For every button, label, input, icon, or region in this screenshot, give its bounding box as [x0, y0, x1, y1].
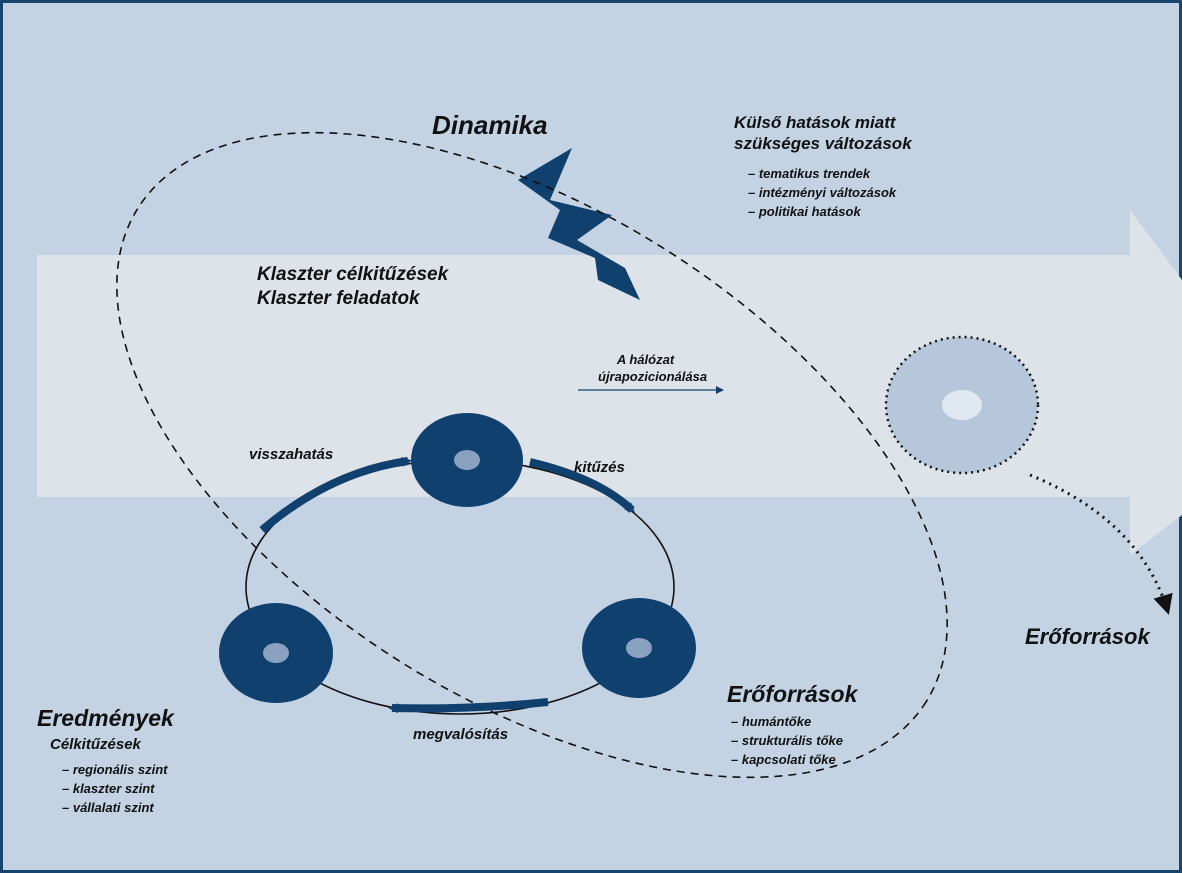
cluster-goals-line: Klaszter célkitűzések: [257, 264, 449, 285]
cluster-goals-label: Klaszter célkitűzések Klaszter feladatok: [257, 263, 448, 311]
list-item: – tematikus trendek: [748, 166, 871, 181]
node-results-center: [263, 643, 289, 663]
cluster-tasks-line: Klaszter feladatok: [257, 288, 420, 309]
big-arrow-band: [37, 210, 1182, 555]
external-effects-list: – tematikus trendek – intézményi változá…: [748, 164, 896, 221]
resources-heading: Erőforrások: [727, 681, 858, 707]
list-item: – humántőke: [731, 714, 812, 729]
list-item: – regionális szint: [62, 762, 168, 777]
lightning-bolt-icon: [518, 148, 640, 300]
repositioning-line: A hálózat: [616, 352, 675, 367]
goal-setting-label: kitűzés: [574, 459, 625, 476]
dynamics-title: Dinamika: [432, 110, 548, 140]
list-item: – klaszter szint: [62, 781, 155, 796]
external-effects-heading-line: szükséges változások: [734, 134, 912, 153]
implementation-label: megvalósítás: [413, 726, 509, 743]
feedback-arc-arrow: [259, 456, 412, 534]
list-item: – vállalati szint: [62, 800, 154, 815]
goal-setting-arc-arrow: [529, 458, 635, 513]
list-item: – politikai hatások: [748, 204, 861, 219]
future-node-center: [942, 390, 982, 420]
repositioning-label: A hálózat újrapozicionálása: [598, 351, 708, 385]
list-item: – kapcsolati tőke: [731, 752, 836, 767]
list-item: – strukturális tőke: [731, 733, 843, 748]
node-resources-center: [626, 638, 652, 658]
external-effects-heading-line: Külső hatások miatt: [734, 113, 896, 132]
feedback-label: visszahatás: [249, 446, 334, 463]
repositioning-line: újrapozicionálása: [598, 369, 708, 384]
results-heading: Eredmények: [37, 705, 174, 731]
goals-list: – regionális szint – klaszter szint – vá…: [62, 760, 167, 817]
implementation-arc-arrow: [388, 698, 549, 714]
list-item: – intézményi változások: [748, 185, 897, 200]
dynamics-boundary-ellipse: [116, 131, 948, 779]
external-effects-heading: Külső hatások miatt szükséges változások: [734, 112, 912, 154]
future-resources-label: Erőforrások: [1025, 624, 1150, 649]
resources-list: – humántőke – strukturális tőke – kapcso…: [731, 712, 843, 769]
goals-heading: Célkitűzések: [50, 736, 141, 753]
node-goal-setting-center: [454, 450, 480, 470]
future-resources-arrow: [1029, 473, 1173, 615]
